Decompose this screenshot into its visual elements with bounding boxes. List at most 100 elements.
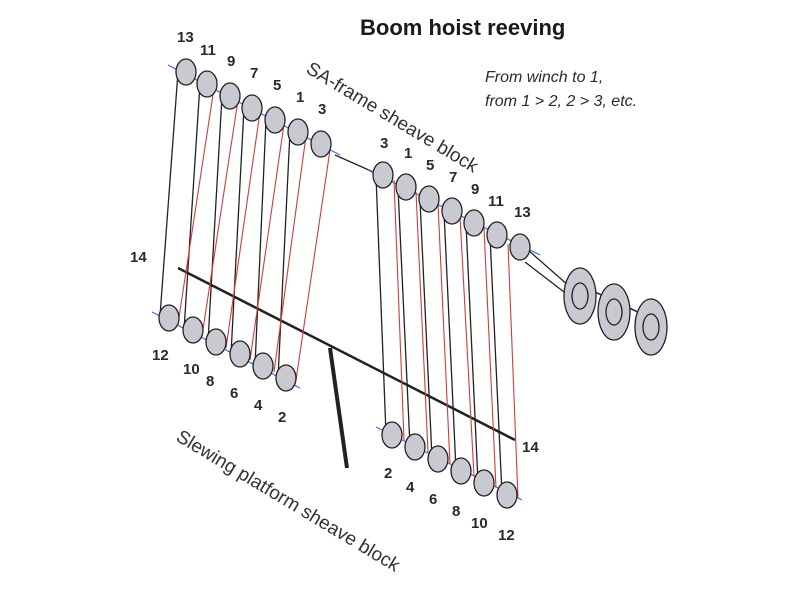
label-left-bottom-2: 10 — [183, 361, 200, 378]
sheave — [486, 221, 508, 249]
sheave — [310, 130, 332, 158]
sheave — [404, 433, 426, 461]
rope-black-11 — [465, 223, 479, 483]
sheave — [275, 364, 297, 392]
left-bottom-numbers: 12 10 8 6 4 2 — [152, 347, 286, 426]
sheave — [229, 340, 251, 368]
label-right-bottom-3: 6 — [429, 491, 437, 508]
label-left-top-7: 3 — [318, 101, 326, 118]
rope-black-3 — [207, 95, 223, 343]
diagram-title: Boom hoist reeving — [360, 15, 565, 40]
sheave — [418, 185, 440, 213]
sheave — [450, 457, 472, 485]
rope-black-12 — [489, 235, 503, 495]
label-right-top-1: 3 — [380, 135, 388, 152]
right-bottom-numbers: 2 4 6 8 10 12 — [384, 465, 515, 544]
sheave — [158, 304, 180, 332]
rope-red-5 — [201, 99, 239, 337]
label-right-bottom-4: 8 — [452, 503, 460, 520]
sheave — [496, 481, 518, 509]
label-right-bottom-5: 10 — [471, 515, 488, 532]
right-top-numbers: 3 1 5 7 9 11 13 — [380, 135, 531, 221]
sheave — [441, 197, 463, 225]
rope-red-8 — [415, 191, 429, 453]
label-left-bottom-5: 4 — [254, 397, 263, 414]
sheave — [175, 58, 197, 86]
sheave — [196, 70, 218, 98]
label-right-top-2: 1 — [404, 145, 412, 162]
rope-black-4 — [230, 107, 245, 355]
rope-red-7 — [393, 179, 405, 441]
rope-black-9 — [419, 199, 433, 459]
label-14-right: 14 — [522, 439, 539, 456]
label-left-top-6: 1 — [296, 89, 304, 106]
rope-red-9 — [437, 203, 451, 465]
left-top-numbers: 13 11 9 7 5 1 3 — [177, 29, 326, 118]
label-right-top-4: 7 — [449, 169, 457, 186]
sheave — [264, 106, 286, 134]
slewing-platform-label: Slewing platform sheave block — [172, 426, 403, 576]
label-left-top-2: 11 — [200, 42, 216, 59]
rope-black-5 — [254, 119, 267, 367]
label-left-bottom-1: 12 — [152, 347, 169, 364]
sa-frame-label: SA-frame sheave block — [302, 58, 482, 177]
rope-red-11 — [483, 227, 497, 489]
right-top-sheaves — [372, 161, 531, 261]
rope-black-10 — [443, 211, 457, 471]
left-bottom-sheaves — [158, 304, 297, 392]
sheave — [427, 445, 449, 473]
rope-red-4 — [225, 111, 261, 349]
sheave — [205, 328, 227, 356]
label-right-bottom-2: 4 — [406, 479, 415, 496]
sheave — [182, 316, 204, 344]
rope-black-1 — [159, 71, 179, 317]
sheave — [381, 421, 403, 449]
sheave — [463, 209, 485, 237]
sheave — [509, 233, 531, 261]
rope-red-1 — [295, 149, 331, 381]
sheave — [219, 82, 241, 110]
rope-red-10 — [459, 215, 475, 477]
label-right-bottom-1: 2 — [384, 465, 392, 482]
support-post — [328, 347, 349, 469]
sheave — [372, 161, 394, 189]
rope-black-8 — [397, 187, 411, 447]
note-line-1: From winch to 1, — [485, 69, 603, 86]
label-right-top-7: 13 — [514, 204, 531, 221]
sheave — [287, 118, 309, 146]
label-left-bottom-6: 2 — [278, 409, 286, 426]
label-left-top-4: 7 — [250, 65, 258, 82]
sheave — [241, 94, 263, 122]
label-left-top-3: 9 — [227, 53, 235, 70]
rope-red-6 — [177, 87, 215, 325]
black-ropes — [159, 71, 503, 495]
left-top-sheaves — [175, 58, 332, 158]
rope-red-2 — [273, 135, 307, 373]
rope-red-3 — [249, 123, 285, 361]
sheave — [395, 173, 417, 201]
frame-lines — [177, 154, 591, 469]
winch-drum-icon — [563, 267, 668, 356]
winch-hub-2 — [605, 298, 623, 326]
right-bottom-sheaves — [381, 421, 518, 509]
label-right-bottom-6: 12 — [498, 527, 515, 544]
rope-black-2 — [183, 83, 201, 331]
rope-black-6 — [277, 131, 291, 379]
winch-hub-1 — [571, 282, 589, 310]
rope-red-12 — [507, 243, 519, 499]
label-left-bottom-3: 8 — [206, 373, 214, 390]
label-right-top-3: 5 — [426, 157, 434, 174]
red-ropes — [177, 87, 519, 499]
sheave — [473, 469, 495, 497]
label-left-bottom-4: 6 — [230, 385, 238, 402]
rope-black-7 — [375, 175, 387, 435]
label-left-top-5: 5 — [273, 77, 281, 94]
label-right-top-6: 11 — [488, 193, 504, 210]
label-left-top-1: 13 — [177, 29, 194, 46]
winch-hub-3 — [642, 313, 660, 341]
sheave — [252, 352, 274, 380]
note-line-2: from 1 > 2, 2 > 3, etc. — [485, 93, 637, 110]
label-14-left: 14 — [130, 249, 147, 266]
label-right-top-5: 9 — [471, 181, 479, 198]
